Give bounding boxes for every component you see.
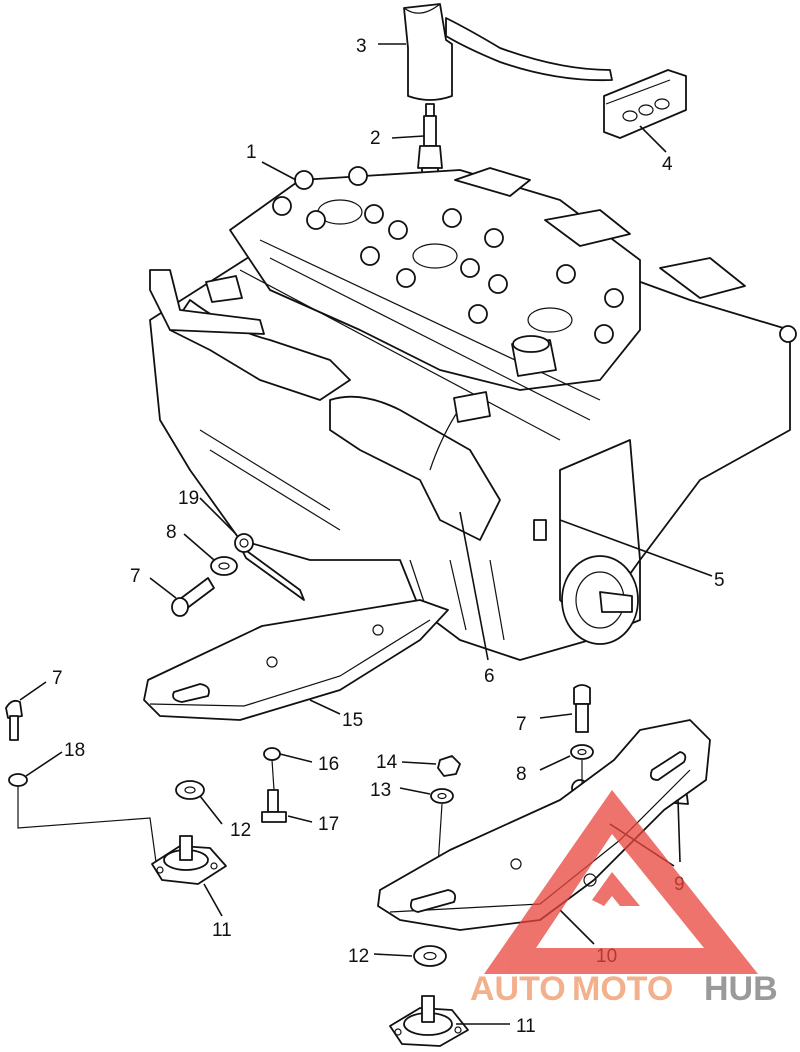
cylinder-head-bolts [272, 166, 624, 344]
callout-8-right: 8 [516, 764, 527, 785]
washer-13 [430, 788, 454, 804]
callout-8-left: 8 [166, 522, 177, 543]
watermark-text: AUTO MOTO HUB [470, 970, 778, 1008]
callout-11-right: 11 [516, 1016, 536, 1037]
leader-lines [19, 43, 713, 1025]
bolt-7-right [573, 684, 591, 733]
callout-11-left: 11 [212, 920, 232, 941]
callout-4: 4 [662, 154, 673, 175]
bolt-7-left [5, 699, 23, 741]
callout-7-left: 7 [130, 566, 141, 587]
watermark-auto: AUTO [470, 970, 566, 1008]
left-mount-bracket [143, 599, 449, 721]
nut-16 [263, 747, 281, 761]
callout-14: 14 [376, 752, 398, 773]
callout-2: 2 [370, 128, 381, 149]
rubber-mount-11-left [151, 835, 227, 885]
mount-12-right [413, 945, 447, 967]
watermark-logo [484, 790, 758, 974]
bolt-left [171, 577, 215, 617]
callout-5: 5 [714, 570, 725, 591]
stud-17 [261, 789, 287, 823]
ground-strap-assembly [234, 533, 305, 601]
spark-plug-cap [403, 3, 613, 101]
watermark-triangle-icon [484, 790, 758, 974]
callout-6: 6 [484, 666, 495, 687]
callout-13: 13 [370, 780, 391, 801]
plug-holder-bracket [603, 69, 687, 139]
callout-7-lower-left: 7 [52, 668, 63, 689]
callout-18: 18 [64, 740, 85, 761]
watermark-hub: HUB [704, 970, 778, 1008]
callout-19: 19 [178, 488, 199, 509]
callout-12-left: 12 [230, 820, 251, 841]
washer-left [210, 556, 238, 576]
washer-8-right [570, 744, 594, 760]
callout-12-right: 12 [348, 946, 369, 967]
watermark-moto: MOTO [572, 970, 673, 1008]
mount-12-left [175, 780, 205, 800]
right-mount-bracket [377, 719, 711, 931]
callout-15: 15 [342, 710, 363, 731]
callout-7-right: 7 [516, 714, 527, 735]
nut-14 [437, 755, 461, 777]
callout-17: 17 [318, 814, 339, 835]
callout-3: 3 [356, 36, 367, 57]
callout-16: 16 [318, 754, 339, 775]
callout-1: 1 [246, 142, 257, 163]
washer-18 [8, 773, 28, 787]
leader-18-11 [17, 786, 157, 863]
rubber-mount-11-right [389, 995, 469, 1047]
engine-assembly [149, 167, 797, 661]
